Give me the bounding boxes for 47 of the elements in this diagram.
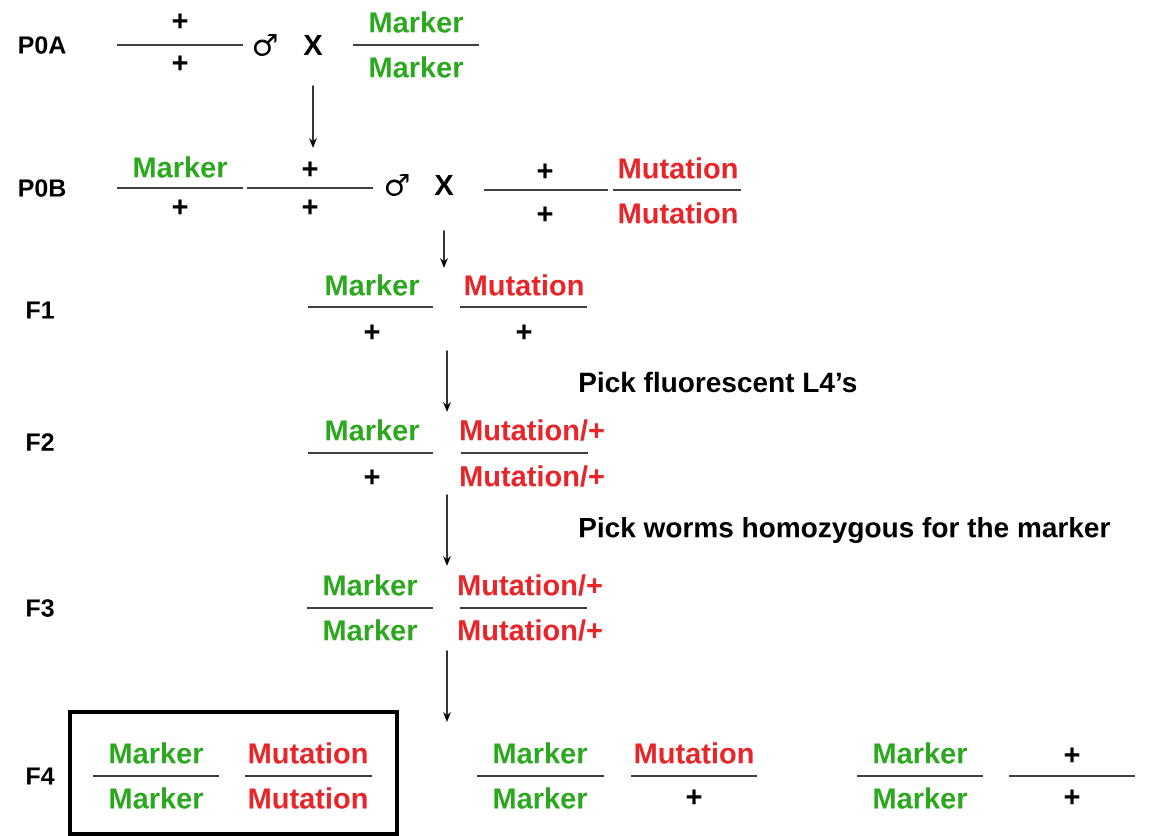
allele-label: Marker [110,787,204,809]
step-note: Pick worms homozygous for the marker [580,516,1110,544]
allele-label: Mutation/+ [459,619,602,641]
cross-symbol: X [434,175,454,195]
allele-label: Mutation/+ [461,419,604,441]
generation-label: F1 [27,301,54,319]
allele-label: Marker [110,742,204,764]
allele-label: + [537,163,553,179]
allele-label: + [1064,789,1080,805]
allele-label: Marker [134,156,228,178]
generation-label: F3 [27,599,54,617]
allele-label: Mutation [619,202,737,224]
allele-label: Marker [324,574,418,596]
allele-label: Marker [370,56,464,78]
allele-label: Marker [324,619,418,641]
allele-label: + [172,13,188,29]
allele-label: + [686,789,702,805]
step-note: Pick fluorescent L4’s [580,371,857,393]
allele-label: Mutation [465,274,583,296]
allele-label: + [302,161,318,177]
allele-label: Marker [874,742,968,764]
allele-label: + [516,324,532,340]
allele-label: Marker [326,419,420,441]
allele-label: Mutation [249,742,367,764]
generation-label: P0B [19,179,66,197]
generation-label: F2 [27,433,54,451]
allele-label: + [364,469,380,485]
allele-label: + [172,55,188,71]
male-symbol: ♂ [385,174,409,196]
generation-label: P0A [19,36,66,54]
allele-label: + [302,199,318,215]
cross-symbol: X [303,35,323,55]
allele-label: + [364,324,380,340]
allele-label: Marker [370,11,464,33]
allele-label: + [537,206,553,222]
allele-label: Mutation/+ [461,465,604,487]
allele-label: + [1064,747,1080,763]
allele-label: Mutation [635,742,753,764]
allele-label: Mutation/+ [459,574,602,596]
allele-label: Marker [326,274,420,296]
allele-label: Marker [874,787,968,809]
male-symbol: ♂ [253,34,277,56]
allele-label: Mutation [619,157,737,179]
allele-label: Mutation [249,787,367,809]
allele-label: Marker [494,787,588,809]
allele-label: Marker [494,742,588,764]
allele-label: + [172,199,188,215]
